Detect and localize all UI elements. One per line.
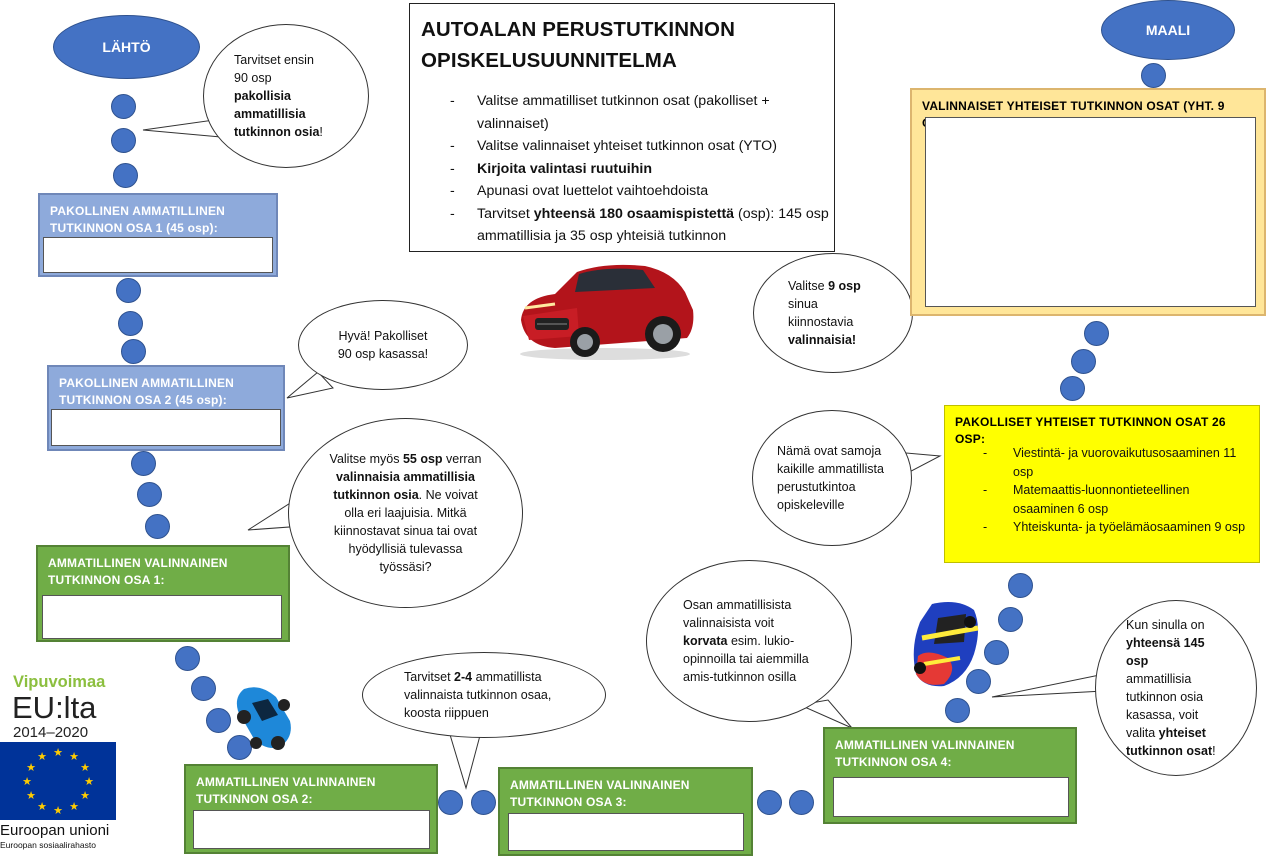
rally-car-icon bbox=[913, 602, 979, 687]
elective-part-3-title: AMMATILLINEN VALINNAINEN TUTKINNON OSA 3… bbox=[510, 778, 690, 809]
count-bubble: Tarvitset 2-4 ammatillista valinnaista t… bbox=[362, 652, 606, 738]
instruction-item: Valitse ammatilliset tutkinnon osat (pak… bbox=[450, 90, 830, 135]
eu-logo: Vipuvoimaa EU:lta 2014–2020 ★ ★ ★ ★ ★ ★ … bbox=[0, 672, 130, 857]
blue-convertible-car-icon bbox=[236, 687, 291, 750]
path-dot bbox=[1084, 321, 1109, 346]
path-dot bbox=[998, 607, 1023, 632]
mandatory-part-1-box: PAKOLLINEN AMMATILLINEN TUTKINNON OSA 1 … bbox=[38, 193, 278, 277]
mandatory-part-1-input[interactable] bbox=[43, 237, 273, 273]
path-dot bbox=[131, 451, 156, 476]
years-text: 2014–2020 bbox=[13, 724, 89, 741]
instruction-item: Valitse valinnaiset yhteiset tutkinnon o… bbox=[450, 135, 830, 158]
mandatory-part-2-title: PAKOLLINEN AMMATILLINEN TUTKINNON OSA 2 … bbox=[59, 376, 235, 407]
path-dot bbox=[206, 708, 231, 733]
common-elective-box: VALINNAISET YHTEISET TUTKINNON OSAT (YHT… bbox=[910, 88, 1266, 316]
svg-text:★: ★ bbox=[26, 789, 36, 802]
path-dot bbox=[191, 676, 216, 701]
path-dot bbox=[1071, 349, 1096, 374]
replace-bubble: Osan ammatillisista valinnaisista voit k… bbox=[646, 560, 852, 722]
elective-part-1-input[interactable] bbox=[42, 595, 282, 639]
common-mandatory-list: Viestintä- ja vuorovaikutusosaaminen 11 … bbox=[983, 444, 1249, 537]
elective-part-4-input[interactable] bbox=[833, 777, 1069, 817]
finish-label: MAALI bbox=[1145, 22, 1191, 38]
choose9-bubble: Valitse 9 osp sinua kiinnostavia valinna… bbox=[753, 253, 913, 373]
red-sedan-car-icon bbox=[520, 264, 694, 360]
vipuvoimaa-text: Vipuvoimaa bbox=[13, 673, 106, 691]
svg-text:★: ★ bbox=[69, 800, 79, 813]
path-dot bbox=[471, 790, 496, 815]
same-bubble: Nämä ovat samoja kaikille ammatillista p… bbox=[752, 410, 912, 546]
fund-text: Euroopan sosiaalirahasto bbox=[0, 840, 96, 850]
eu-flag-icon: ★ ★ ★ ★ ★ ★ ★ ★ ★ ★ ★ ★ bbox=[0, 742, 116, 820]
elective-part-3-input[interactable] bbox=[508, 813, 744, 851]
elective-part-2-input[interactable] bbox=[193, 810, 430, 849]
path-dot bbox=[121, 339, 146, 364]
svg-text:★: ★ bbox=[80, 789, 90, 802]
svg-text:★: ★ bbox=[69, 750, 79, 763]
start-label: LÄHTÖ bbox=[102, 39, 151, 55]
elective-part-1-title: AMMATILLINEN VALINNAINEN TUTKINNON OSA 1… bbox=[48, 556, 228, 587]
path-dot bbox=[175, 646, 200, 671]
common-mandatory-item: Viestintä- ja vuorovaikutusosaaminen 11 … bbox=[983, 444, 1249, 481]
path-dot bbox=[1060, 376, 1085, 401]
instruction-item: Apunasi ovat luettelot vaihtoehdoista bbox=[450, 180, 830, 203]
svg-text:★: ★ bbox=[37, 750, 47, 763]
instruction-list: Valitse ammatilliset tutkinnon osat (pak… bbox=[450, 90, 830, 248]
path-dot bbox=[1141, 63, 1166, 88]
svg-text:★: ★ bbox=[22, 775, 32, 788]
common-mandatory-title: PAKOLLISET YHTEISET TUTKINNON OSAT 26 OS… bbox=[955, 415, 1226, 446]
svg-text:★: ★ bbox=[26, 761, 36, 774]
instruction-item: Tarvitset yhteensä 180 osaamispistettä (… bbox=[450, 203, 830, 248]
elective-part-2-title: AMMATILLINEN VALINNAINEN TUTKINNON OSA 2… bbox=[196, 775, 376, 806]
path-dot bbox=[137, 482, 162, 507]
start-oval: LÄHTÖ bbox=[53, 15, 200, 79]
svg-text:★: ★ bbox=[84, 775, 94, 788]
path-dot bbox=[984, 640, 1009, 665]
svg-text:★: ★ bbox=[80, 761, 90, 774]
elective-part-1-box: AMMATILLINEN VALINNAINEN TUTKINNON OSA 1… bbox=[36, 545, 290, 642]
svg-text:★: ★ bbox=[53, 804, 63, 817]
path-dot bbox=[111, 128, 136, 153]
common-mandatory-item: Yhteiskunta- ja työelämäosaaminen 9 osp bbox=[983, 518, 1249, 537]
elective-part-3-box: AMMATILLINEN VALINNAINEN TUTKINNON OSA 3… bbox=[498, 767, 753, 856]
eu-name-text: Euroopan unioni bbox=[0, 822, 110, 839]
common-elective-input[interactable] bbox=[925, 117, 1256, 307]
path-dot bbox=[789, 790, 814, 815]
path-dot bbox=[113, 163, 138, 188]
elective-part-4-box: AMMATILLINEN VALINNAINEN TUTKINNON OSA 4… bbox=[823, 727, 1077, 824]
path-dot bbox=[966, 669, 991, 694]
elective-bubble: Valitse myös 55 osp verran valinnaisia a… bbox=[288, 418, 523, 608]
path-dot bbox=[227, 735, 252, 760]
mandatory-part-2-input[interactable] bbox=[51, 409, 281, 446]
path-dot bbox=[945, 698, 970, 723]
svg-text:★: ★ bbox=[37, 800, 47, 813]
elective-part-4-title: AMMATILLINEN VALINNAINEN TUTKINNON OSA 4… bbox=[835, 738, 1015, 769]
svg-text:★: ★ bbox=[53, 746, 63, 759]
path-dot bbox=[757, 790, 782, 815]
path-dot bbox=[116, 278, 141, 303]
mandatory-part-2-box: PAKOLLINEN AMMATILLINEN TUTKINNON OSA 2 … bbox=[47, 365, 285, 451]
path-dot bbox=[111, 94, 136, 119]
elective-part-2-box: AMMATILLINEN VALINNAINEN TUTKINNON OSA 2… bbox=[184, 764, 438, 854]
path-dot bbox=[145, 514, 170, 539]
good-bubble-tail bbox=[286, 371, 334, 399]
finish-oval: MAALI bbox=[1101, 0, 1235, 60]
common-mandatory-item: Matemaattis-luonnontieteellinen osaamine… bbox=[983, 481, 1249, 518]
path-dot bbox=[1008, 573, 1033, 598]
common-mandatory-box: PAKOLLISET YHTEISET TUTKINNON OSAT 26 OS… bbox=[944, 405, 1260, 563]
path-dot bbox=[118, 311, 143, 336]
instruction-item: Kirjoita valintasi ruutuihin bbox=[450, 158, 830, 181]
eulta-text: EU:lta bbox=[12, 690, 97, 725]
path-dot bbox=[438, 790, 463, 815]
mandatory-part-1-title: PAKOLLINEN AMMATILLINEN TUTKINNON OSA 1 … bbox=[50, 204, 226, 235]
